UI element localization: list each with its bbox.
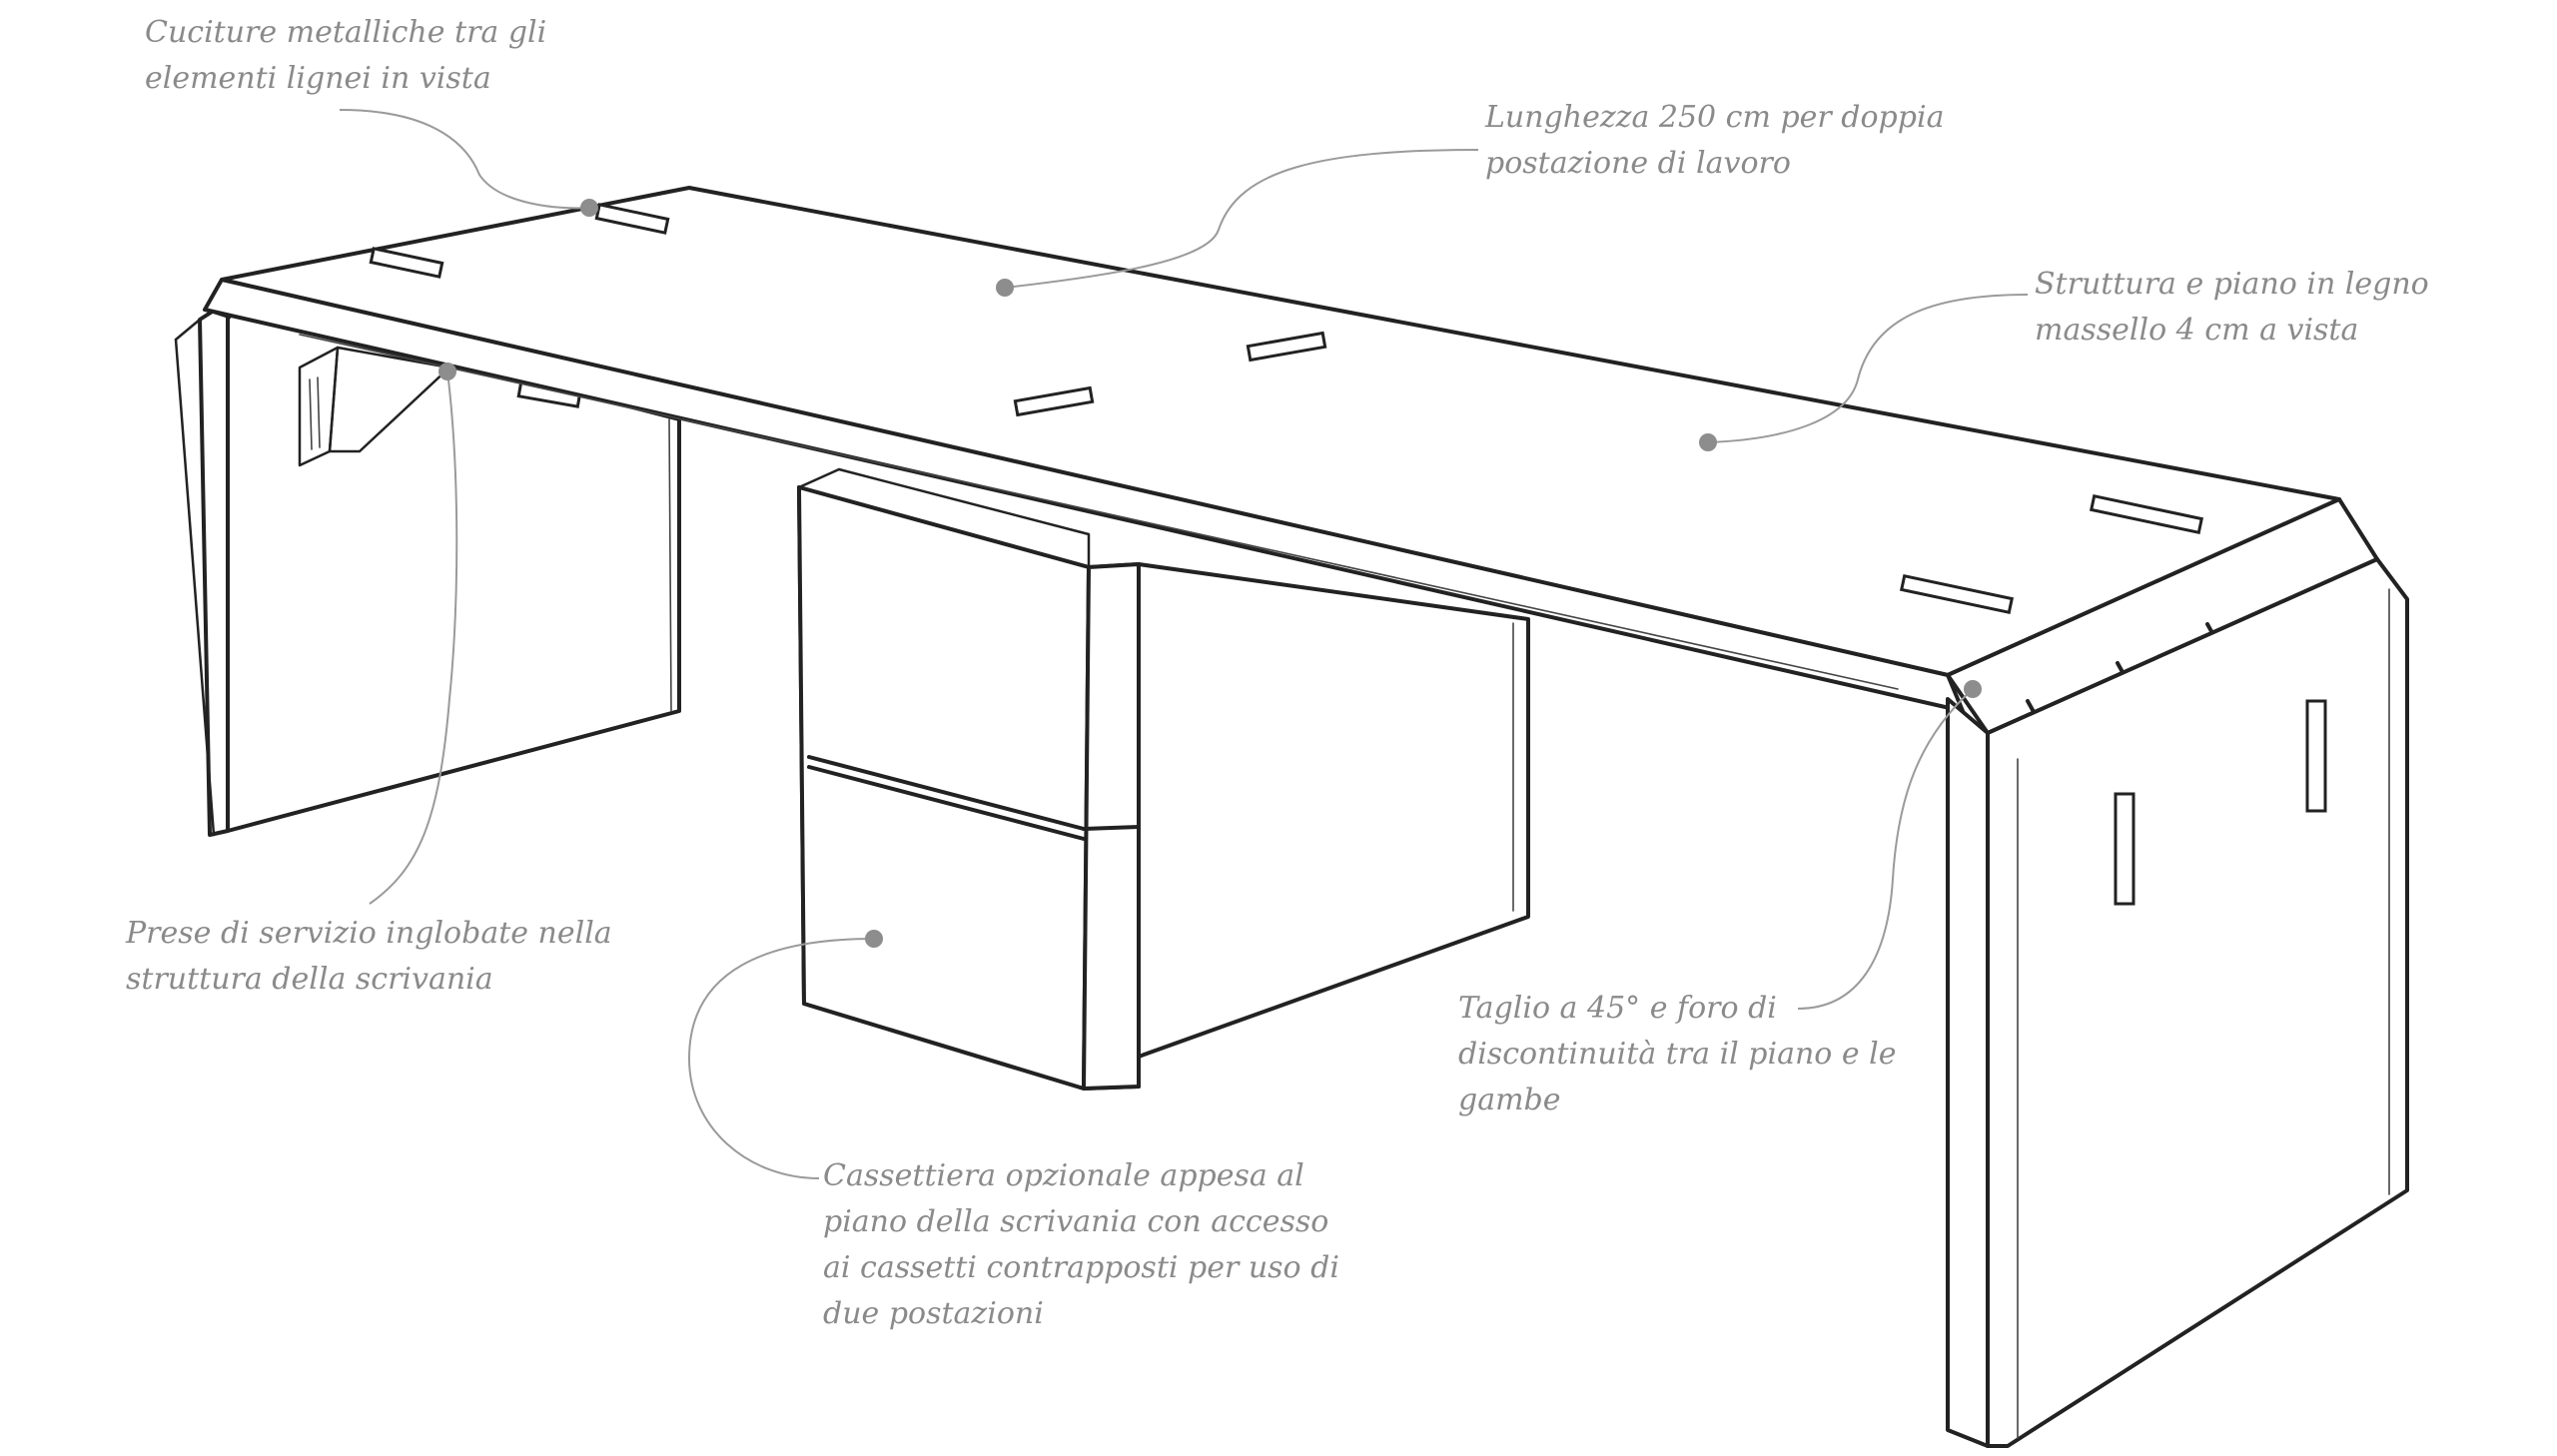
annotation-service-outlets: Prese di servizio inglobate nella strutt… <box>126 911 612 1003</box>
metal-stitch-3 <box>1899 573 2015 615</box>
marker-outlets <box>438 363 456 380</box>
annotation-line: Prese di servizio inglobate nella <box>126 916 612 951</box>
marker-drawers <box>865 930 883 948</box>
annotation-line: Struttura e piano in legno <box>2035 267 2429 302</box>
annotation-line: Cuciture metalliche tra gli <box>145 15 547 50</box>
left-leg-front-edge <box>174 338 216 837</box>
leader-outlets <box>369 370 458 905</box>
desk-top-underside-line <box>299 334 1899 690</box>
leader-stitching <box>339 109 590 210</box>
cable-slot-2 <box>1246 331 1327 363</box>
leader-structure <box>1707 294 2029 443</box>
annotation-line: Taglio a 45° e foro di <box>1458 991 1777 1026</box>
annotation-line: postazione di lavoro <box>1485 146 1791 181</box>
annotation-line: gambe <box>1458 1083 1561 1117</box>
metal-stitch-4 <box>2089 493 2204 535</box>
annotation-line: elementi lignei in vista <box>145 61 491 96</box>
annotation-line: struttura della scrivania <box>126 962 493 997</box>
marker-length <box>996 279 1014 297</box>
drawer-divider <box>807 755 1086 831</box>
marker-stitching <box>580 199 598 217</box>
drawer-divider-side <box>1082 825 1141 831</box>
annotation-desk-length: Lunghezza 250 cm per doppia postazione d… <box>1485 95 1944 187</box>
metal-stitch-2 <box>594 203 670 235</box>
annotation-line: discontinuità tra il piano e le <box>1458 1037 1897 1072</box>
drawer-back-panel <box>1137 562 1530 1059</box>
annotation-line: massello 4 cm a vista <box>2035 313 2359 348</box>
marker-cut <box>1964 680 1982 698</box>
left-leg-panel <box>198 300 230 837</box>
metal-stitch-1 <box>369 247 444 279</box>
cable-slot-1 <box>1013 385 1095 417</box>
desk-top-left-bevel <box>203 308 232 320</box>
left-leg-top-edge <box>174 318 202 342</box>
leader-cut <box>1797 688 1974 1010</box>
right-leg-front-edge <box>1946 697 1990 1448</box>
annotation-metal-stitching: Cuciture metalliche tra gli elementi lig… <box>145 10 546 102</box>
leg-cable-slot-1 <box>2114 792 2135 906</box>
annotation-45-degree-cut: Taglio a 45° e foro di discontinuità tra… <box>1458 986 1897 1123</box>
annotation-line: piano della scrivania con accesso <box>823 1204 1329 1239</box>
left-leg-back-edge <box>668 418 672 712</box>
leg-cable-slot-2 <box>2305 699 2327 813</box>
leader-drawers <box>687 938 875 1179</box>
annotation-line: due postazioni <box>823 1296 1044 1331</box>
annotation-solid-wood-structure: Struttura e piano in legno massello 4 cm… <box>2035 262 2429 354</box>
annotation-optional-drawer-unit: Cassettiera opzionale appesa al piano de… <box>823 1153 1339 1337</box>
drawer-unit <box>797 467 1141 1091</box>
annotation-line: Cassettiera opzionale appesa al <box>823 1158 1304 1193</box>
annotation-line: Lunghezza 250 cm per doppia <box>1485 100 1945 135</box>
annotation-line: ai cassetti contrapposti per uso di <box>823 1250 1339 1285</box>
marker-structure <box>1699 433 1717 451</box>
leader-length <box>1004 149 1479 289</box>
drawer-divider-shadow <box>807 765 1086 841</box>
